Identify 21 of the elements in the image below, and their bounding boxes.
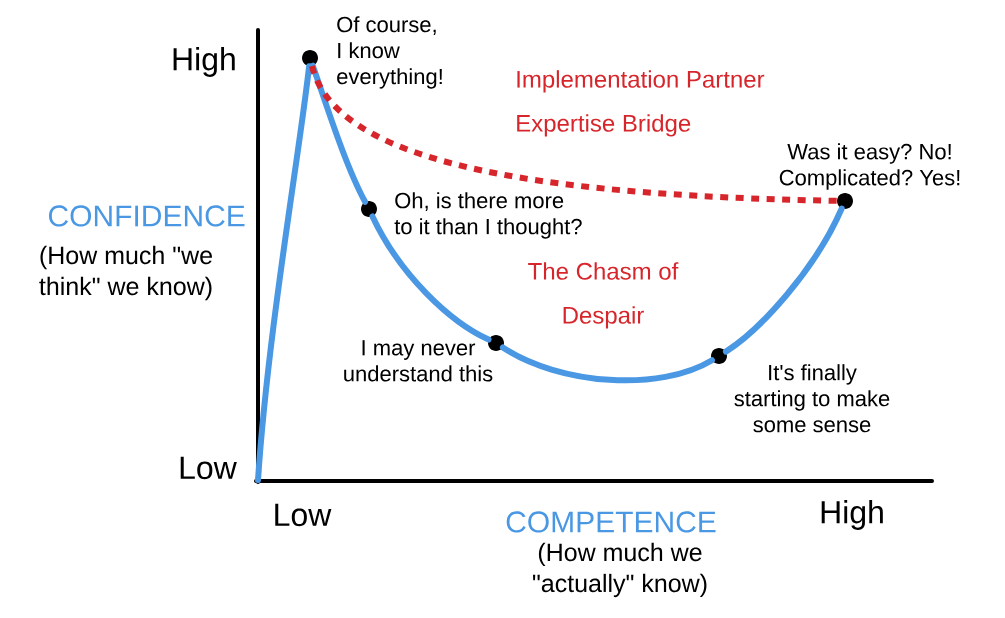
dot-caption: It's finally starting to make some sense bbox=[734, 364, 890, 433]
curve-line bbox=[309, 62, 369, 205]
dot-caption: Oh, is there more to it than I thought? bbox=[394, 192, 582, 239]
axis-level-label: High bbox=[173, 47, 235, 77]
axis-subtitle: (How much we "actually" know) bbox=[533, 542, 707, 598]
axis-title: COMPETENCE bbox=[506, 511, 716, 533]
axis-level-label: Low bbox=[180, 456, 237, 480]
dot-caption: Was it easy? No! Complicated? Yes! bbox=[779, 143, 960, 190]
curve-line bbox=[369, 213, 492, 343]
dot-caption: I may never understand this bbox=[344, 340, 493, 382]
dotted-curve bbox=[309, 64, 837, 204]
axis-title: CONFIDENCE bbox=[49, 205, 245, 227]
axis-level-label: High bbox=[821, 500, 883, 530]
curve-caption: The Chasm of Despair bbox=[528, 262, 679, 329]
curve-caption: Implementation Partner Expertise Bridge bbox=[517, 70, 765, 137]
curve-line bbox=[499, 344, 715, 384]
curve-line bbox=[255, 63, 313, 483]
curve-line bbox=[722, 205, 845, 355]
dot-caption: Of course, I know everything! bbox=[337, 16, 442, 89]
axis-subtitle: (How much "we think" we know) bbox=[39, 245, 212, 301]
axis-level-label: Low bbox=[275, 503, 332, 527]
